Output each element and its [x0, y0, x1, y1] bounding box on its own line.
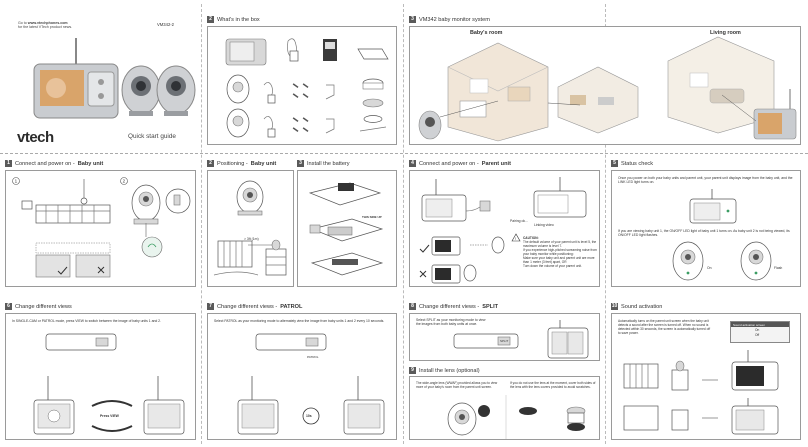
- status-on-label: On: [707, 266, 712, 270]
- power-parent-illustration: !: [419, 177, 587, 284]
- views-illustration: [33, 333, 185, 435]
- battery-tag: THIS SIDE UP: [362, 215, 382, 219]
- cover-intro: Go to www.vtechphones.com for the latest…: [18, 21, 73, 30]
- panel-power-parent: ! Linking video Pairing ok... CAUTION: T…: [409, 170, 600, 287]
- model-number: VM342-2: [157, 22, 174, 27]
- panel-positioning: > 3ft (1m): [207, 170, 294, 287]
- distance-label: > 3ft (1m): [244, 237, 259, 241]
- fold-line-horizontal: [0, 153, 808, 154]
- fold-line-1: [201, 4, 202, 444]
- svg-text:1: 1: [15, 179, 18, 184]
- status-flash-label: Flash: [774, 266, 783, 270]
- lens-desc-1: The wide-angle lens (WWAF) provided allo…: [416, 381, 498, 389]
- box-contents-illustration: [225, 38, 389, 138]
- status-paragraph-2: If you are viewing baby unit 1, the ON/O…: [618, 229, 790, 238]
- panel-views: In SINGLE-CAM or PATROL mode, press VIEW…: [5, 313, 196, 440]
- status-illustration: [672, 189, 772, 281]
- panel-power-baby: 1 2: [5, 170, 196, 287]
- sound-menu-off[interactable]: Off: [755, 333, 760, 337]
- product-image: [33, 38, 196, 119]
- lens-desc-2: If you do not use the lens at the moment…: [510, 381, 596, 389]
- svg-text:2: 2: [123, 179, 126, 184]
- patrol-timer: 10s: [306, 414, 312, 418]
- svg-text:!: !: [515, 236, 516, 241]
- panel-lens: The wide-angle lens (WWAF) provided allo…: [409, 376, 600, 440]
- positioning-illustration: [213, 180, 287, 276]
- sound-menu-title: Sound activation screen: [731, 322, 789, 327]
- sound-menu-on[interactable]: On: [755, 328, 760, 332]
- caution-box: CAUTION: The default volume of your pare…: [523, 236, 597, 268]
- split-illustration: [453, 320, 589, 359]
- house-illustration: [418, 36, 797, 142]
- panel-split: Select SPLIT as your monitoring mode to …: [409, 313, 600, 361]
- guide-title: Quick start guide: [128, 133, 176, 140]
- panel-status: Once you power on both your baby units a…: [611, 170, 801, 287]
- pairing-label: Pairing ok...: [510, 219, 528, 223]
- views-desc: In SINGLE-CAM or PATROL mode, press VIEW…: [12, 319, 162, 323]
- babys-room-label: Baby's room: [470, 30, 503, 36]
- panel-battery: THIS SIDE UP: [297, 170, 397, 287]
- patrol-mode-chip: PATROL: [307, 355, 319, 359]
- panel-sound: Automatically turns on the parent unit s…: [611, 313, 801, 440]
- split-mode-chip: SPLIT: [500, 339, 509, 343]
- status-paragraph-1: Once you power on both your baby units a…: [618, 176, 793, 185]
- living-room-label: Living room: [710, 30, 741, 36]
- panel-whats-in-box: [207, 26, 397, 145]
- fold-line-2: [403, 4, 404, 444]
- fold-line-3: [605, 4, 606, 444]
- lens-illustration: [447, 395, 586, 439]
- sound-illustration: [623, 350, 779, 435]
- panel-patrol: Select PATROL as your monitoring mode to…: [207, 313, 397, 440]
- linking-label: Linking video: [534, 223, 554, 227]
- power-baby-illustration: 1 2: [12, 177, 191, 278]
- panel-system: Baby's room Living room: [409, 26, 801, 145]
- brand-logo: vtech: [17, 129, 54, 146]
- patrol-desc: Select PATROL as your monitoring mode to…: [214, 319, 385, 323]
- website-link[interactable]: www.vtechphones.com: [27, 21, 68, 25]
- patrol-illustration: [237, 333, 385, 435]
- sound-desc: Automatically turns on the parent unit s…: [618, 319, 711, 335]
- press-view-label: Press VIEW: [100, 414, 119, 418]
- sound-menu: Sound activation screen On Off: [730, 321, 790, 343]
- battery-illustration: [308, 182, 384, 276]
- split-desc: Select SPLIT as your monitoring mode to …: [416, 318, 486, 327]
